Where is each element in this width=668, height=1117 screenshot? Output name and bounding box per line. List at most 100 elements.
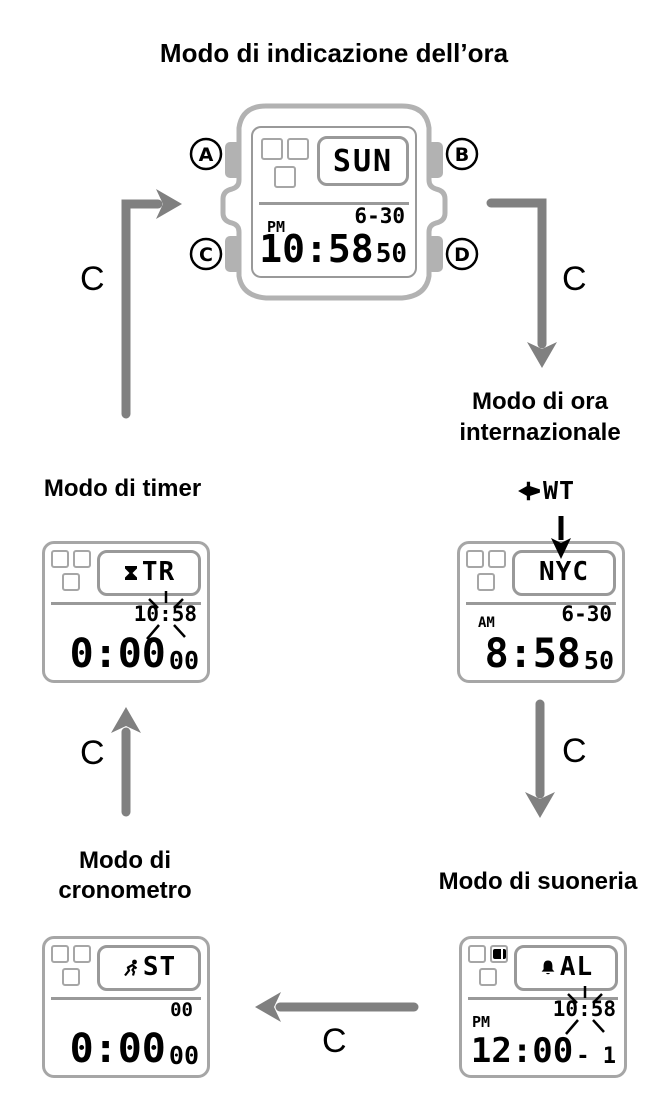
mode-window: AL — [514, 945, 618, 991]
lcd-divider — [468, 997, 618, 1000]
stopwatch-label-line1: Modo di — [79, 847, 171, 874]
blinking-time-text: 10:58 — [133, 602, 197, 626]
indicator-square — [479, 968, 497, 986]
indicator-square — [468, 945, 486, 963]
time-row: 12:00 - 1 — [470, 1031, 616, 1072]
mode-text: TR — [141, 557, 176, 588]
city-text: NYC — [539, 557, 589, 588]
blink-burst-icon — [565, 986, 605, 1035]
lcd-divider — [51, 997, 201, 1000]
time-text: 0:00 — [69, 631, 166, 677]
lcd-top-section: TR — [51, 550, 201, 598]
button-d-label: D — [454, 244, 470, 266]
indicator-square — [73, 550, 91, 568]
alarm-mode-label: Modo di suoneria — [438, 868, 638, 895]
world-time-mode-label: Modo di ora internazionale — [420, 386, 660, 448]
transition-label-timer-to-time: C — [80, 260, 105, 298]
page-title: Modo di indicazione dell’ora — [159, 38, 509, 68]
button-c-label: C — [199, 244, 213, 266]
mode-text: AL — [559, 952, 594, 983]
arrowhead-up-icon — [111, 707, 141, 733]
transition-label-time-to-world: C — [562, 260, 587, 298]
indicator-square — [287, 138, 309, 160]
indicator-square — [51, 550, 69, 568]
lcd-top-section: SUN — [259, 134, 409, 198]
lcd-bottom-section: AM 6-30 8:58 50 — [466, 602, 616, 677]
side-button-d — [427, 236, 443, 272]
ampm-text: PM — [267, 218, 286, 236]
seconds-text: 50 — [375, 238, 407, 269]
lcd-top-section: ST — [51, 945, 201, 993]
time-text: 10:58 — [259, 226, 374, 271]
display-world-time-mode: NYC AM 6-30 8:58 50 — [457, 541, 625, 683]
time-text: 8:58 — [484, 631, 581, 677]
arrow-timer-to-time — [121, 199, 163, 419]
indicator-square — [261, 138, 283, 160]
world-time-label-line2: internazionale — [459, 419, 621, 447]
indicator-square — [51, 945, 69, 963]
blinking-time-text: 10:58 — [552, 997, 616, 1021]
button-a-label: A — [199, 144, 214, 166]
mode-window: NYC — [512, 550, 616, 596]
bell-icon — [541, 960, 555, 975]
indicator-square — [62, 968, 80, 986]
date-text: 6-30 — [354, 204, 405, 228]
button-c-circle — [189, 237, 223, 271]
ampm-text: PM — [472, 1013, 491, 1031]
date-text: 6-30 — [561, 602, 612, 626]
seconds-text: 50 — [583, 645, 614, 675]
indicator-square — [62, 573, 80, 591]
runner-icon — [123, 959, 138, 977]
lcd-divider — [466, 602, 616, 605]
indicator-square — [477, 573, 495, 591]
lcd-bottom-section: 10:58 0:00 00 — [51, 591, 201, 677]
arrow-time-to-world — [486, 198, 547, 349]
display-time-mode: SUN PM 6-30 10:58 50 — [251, 126, 417, 278]
transition-label-world-to-alarm: C — [562, 732, 587, 770]
world-time-label-line1: Modo di ora — [472, 388, 608, 415]
display-stopwatch-mode: ST 00 0:00 00 — [42, 936, 210, 1078]
stopwatch-label-line2: cronometro — [58, 877, 192, 904]
blink-burst-icon — [146, 591, 186, 640]
wt-text: WT — [543, 476, 576, 505]
side-button-b — [427, 142, 443, 178]
transition-label-stopwatch-to-timer: C — [80, 734, 105, 772]
button-b-label: B — [455, 144, 469, 166]
display-timer-mode: TR 10:58 0:00 00 — [42, 541, 210, 683]
stopwatch-mode-label: Modo di cronometro — [20, 846, 230, 906]
timer-mode-label: Modo di timer — [43, 475, 202, 502]
lcd-bottom-section: PM 6-30 10:58 50 — [259, 205, 409, 270]
hourglass-icon — [124, 566, 137, 580]
airplane-icon — [518, 481, 540, 501]
time-row: 10:58 50 — [259, 226, 407, 271]
lcd-bottom-section: PM 10:58 12:00 - 1 — [468, 986, 618, 1072]
day-text: SUN — [332, 143, 394, 179]
button-b-circle — [445, 137, 479, 171]
alarm-on-indicator-box — [490, 945, 508, 963]
lcd-divider — [259, 202, 409, 205]
indicator-square — [274, 166, 296, 188]
seconds-text: 00 — [168, 1040, 199, 1070]
mode-text: ST — [142, 952, 177, 983]
mode-window: SUN — [317, 136, 409, 186]
arrowhead-down-icon — [525, 792, 555, 818]
arrowhead-down-icon — [527, 342, 557, 368]
side-button-c — [225, 236, 241, 272]
lcd-divider — [51, 602, 201, 605]
time-row: 8:58 50 — [484, 631, 614, 677]
indicator-square — [73, 945, 91, 963]
ampm-text: AM — [478, 615, 495, 631]
display-alarm-mode: AL PM 10:58 12:00 - 1 — [459, 936, 627, 1078]
indicator-square — [488, 550, 506, 568]
alarm-number-text: - 1 — [576, 1044, 616, 1070]
time-text: 0:00 — [69, 1026, 166, 1072]
mode-window: TR — [97, 550, 201, 596]
indicator-square — [466, 550, 484, 568]
seconds-text: 00 — [168, 645, 199, 675]
time-row: 0:00 00 — [69, 1026, 199, 1072]
lcd-top-section: AL — [468, 945, 618, 993]
world-time-indicator: WT — [517, 476, 576, 505]
lcd-top-section: NYC — [466, 550, 616, 598]
alarm-time-text: 12:00 — [470, 1031, 574, 1072]
